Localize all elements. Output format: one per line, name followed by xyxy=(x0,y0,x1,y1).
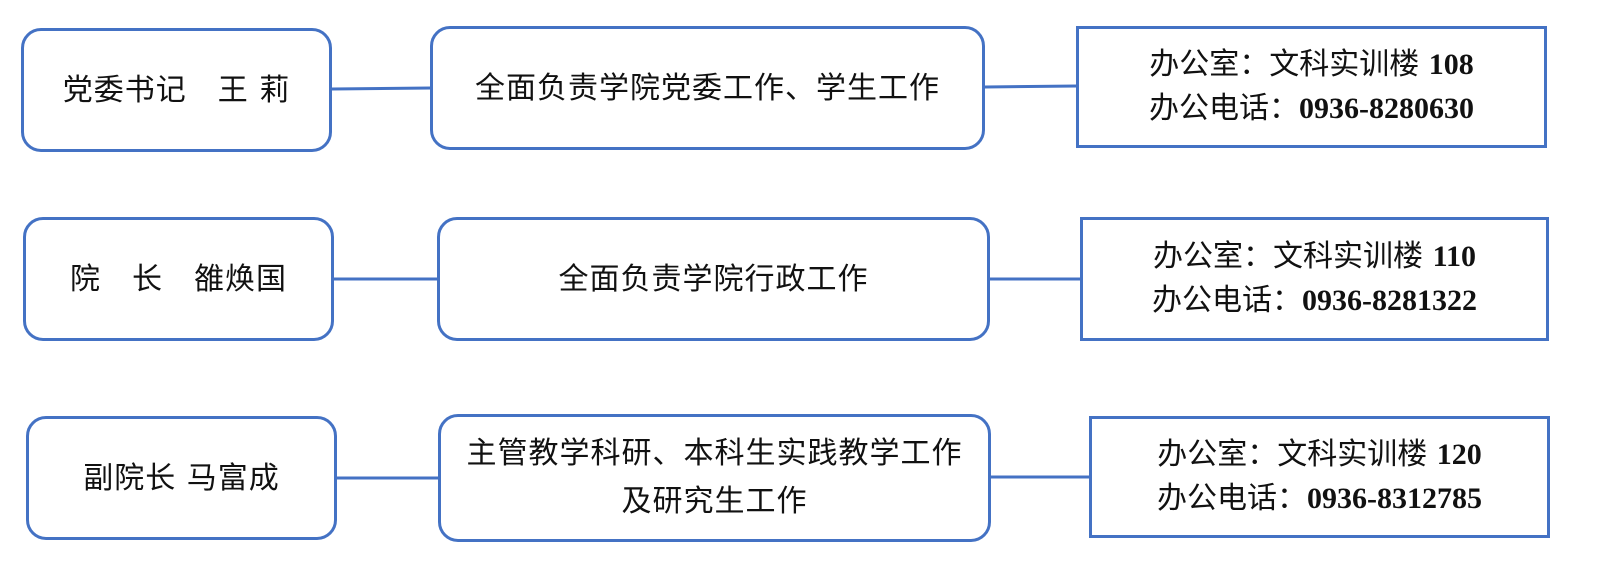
connector-row1-duty-contact xyxy=(984,84,1078,89)
phone-number: 0936-8281322 xyxy=(1302,284,1477,317)
phone-line: 办公电话：0936-8281322 xyxy=(1152,279,1477,323)
duty-box-dean: 全面负责学院行政工作 xyxy=(437,217,990,341)
connector-row1-person-duty xyxy=(331,86,432,91)
person-box-party-secretary: 党委书记 王 莉 xyxy=(21,28,332,152)
duty-box-vice-dean: 主管教学科研、本科生实践教学工作及研究生工作 xyxy=(438,414,991,542)
office-line: 办公室：文科实训楼 120 xyxy=(1157,433,1482,477)
phone-line: 办公电话：0936-8312785 xyxy=(1157,477,1482,521)
contact-box-dean: 办公室：文科实训楼 110 办公电话：0936-8281322 xyxy=(1080,217,1549,341)
office-number: 120 xyxy=(1436,437,1482,471)
phone-line: 办公电话：0936-8280630 xyxy=(1149,87,1474,131)
duty-text: 全面负责学院党委工作、学生工作 xyxy=(475,70,940,106)
person-name: 副院长 马富成 xyxy=(83,460,280,496)
phone-number: 0936-8312785 xyxy=(1307,482,1482,515)
office-label: 办公室：文科实训楼 xyxy=(1153,238,1433,274)
office-line: 办公室：文科实训楼 110 xyxy=(1153,235,1476,279)
contact-box-vice-dean: 办公室：文科实训楼 120 办公电话：0936-8312785 xyxy=(1089,416,1550,538)
phone-label: 办公电话： xyxy=(1152,283,1302,318)
office-line: 办公室：文科实训楼 108 xyxy=(1149,43,1474,87)
office-number: 110 xyxy=(1432,239,1476,273)
phone-number: 0936-8280630 xyxy=(1299,92,1474,125)
duty-text: 主管教学科研、本科生实践教学工作及研究生工作 xyxy=(466,436,963,519)
phone-label: 办公电话： xyxy=(1149,91,1299,126)
person-box-vice-dean: 副院长 马富成 xyxy=(26,416,337,540)
person-box-dean: 院 长 雒焕国 xyxy=(23,217,334,341)
office-label: 办公室：文科实训楼 xyxy=(1157,436,1437,472)
contact-box-party-secretary: 办公室：文科实训楼 108 办公电话：0936-8280630 xyxy=(1076,26,1547,148)
duty-box-party-secretary: 全面负责学院党委工作、学生工作 xyxy=(430,26,985,150)
person-name: 党委书记 王 莉 xyxy=(62,72,291,108)
person-name: 院 长 雒焕国 xyxy=(70,261,287,297)
office-label: 办公室：文科实训楼 xyxy=(1149,46,1429,82)
duty-text: 全面负责学院行政工作 xyxy=(558,261,869,297)
office-number: 108 xyxy=(1428,47,1474,81)
phone-label: 办公电话： xyxy=(1157,481,1307,516)
